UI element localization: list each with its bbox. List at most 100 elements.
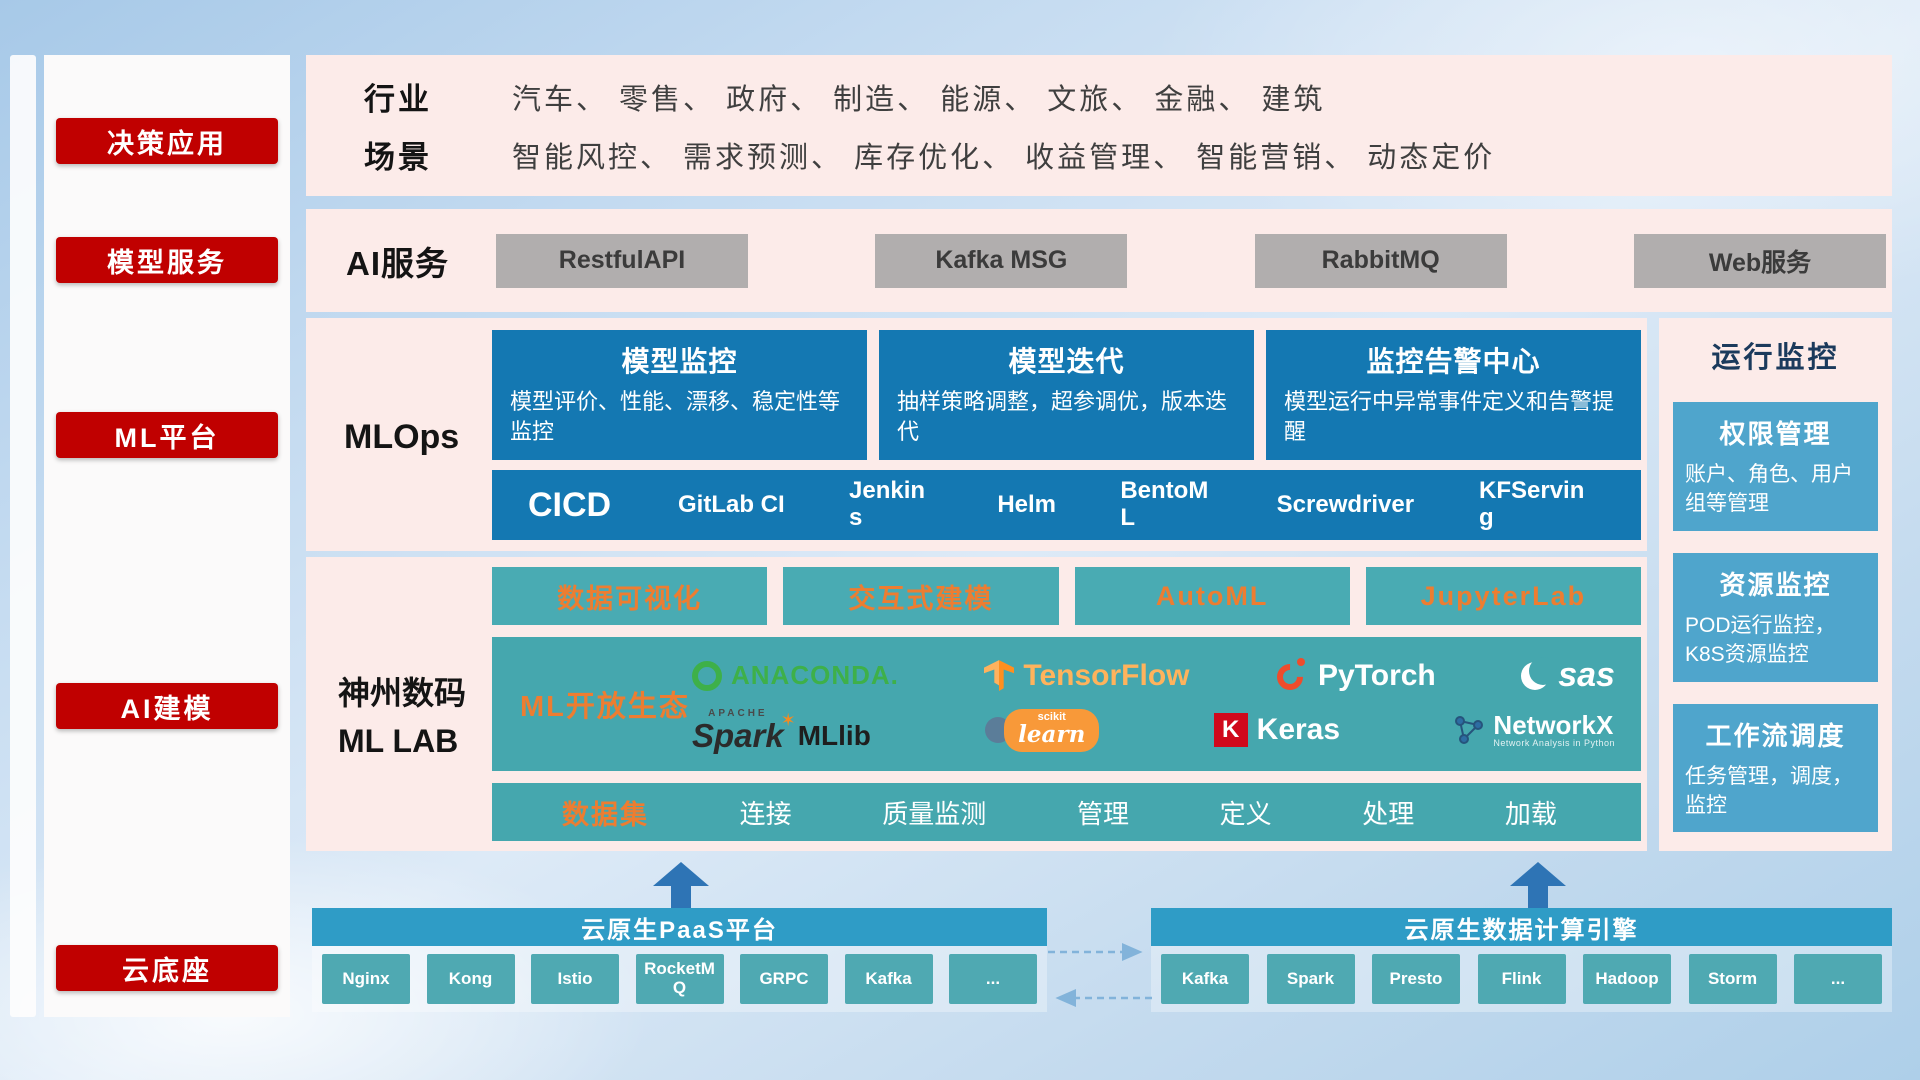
card-title: 模型监控 [621, 346, 738, 377]
mllab-panel: 神州数码 ML LAB 数据可视化 交互式建模 AutoML JupyterLa… [306, 557, 1647, 851]
dataset-bar: 数据集 连接 质量监测 管理 定义 处理 加载 [492, 783, 1641, 841]
card-desc: 抽样策略调整，超参调优，版本迭代 [897, 389, 1228, 444]
mlops-cards: 模型监控 模型评价、性能、漂移、稳定性等监控 模型迭代 抽样策略调整，超参调优，… [492, 330, 1641, 460]
sidebar-item-ml-platform: ML平台 [56, 412, 278, 458]
dataset-item-connect: 连接 [739, 798, 792, 829]
pytorch-logo: PyTorch [1271, 657, 1436, 696]
card-title: 监控告警中心 [1366, 346, 1541, 377]
mllib-text: MLlib [797, 719, 871, 751]
networkx-wordmark: NetworkX Network Analysis in Python [1493, 709, 1615, 749]
keras-logo: K Keras [1213, 713, 1340, 748]
cicd-item-screwdriver: Screwdriver [1276, 490, 1415, 518]
mllab-tools: 数据可视化 交互式建模 AutoML JupyterLab [492, 567, 1641, 625]
dashed-arrows [1048, 942, 1152, 1008]
spark-text: Spark [692, 716, 784, 754]
paas-body: Nginx Kong Istio RocketMQ GRPC Kafka ... [312, 946, 1047, 1012]
flink-button: Flink [1477, 954, 1566, 1004]
up-arrow-right [1510, 862, 1566, 908]
spark-button: Spark [1266, 954, 1355, 1004]
spark-logo: APACHE Spark ✶ [692, 707, 796, 754]
cicd-bar: CICD GitLab CI Jenkins Helm BentoML Scre… [492, 470, 1641, 540]
industry-scene-panel: 行业 汽车、 零售、 政府、 制造、 能源、 文旅、 金融、 建筑 场景 智能风… [306, 55, 1892, 196]
mllab-name-line1: 神州数码 [338, 675, 467, 711]
spark-apache-text: APACHE [708, 707, 768, 719]
keras-icon: K [1213, 713, 1248, 748]
restful-api-button: RestfulAPI [496, 233, 748, 288]
ecosystem-logos: ANACONDA. TensorFlow PyTorch sas [692, 637, 1641, 771]
mlops-label: MLOps [344, 418, 460, 456]
networkx-text: NetworkX [1493, 709, 1614, 740]
kafka-msg-button: Kafka MSG [875, 233, 1128, 288]
more-engine-button: ... [1794, 954, 1882, 1004]
card-title: 资源监控 [1719, 569, 1832, 600]
data-visualization-button: 数据可视化 [492, 567, 768, 625]
tensorflow-icon [984, 659, 1015, 691]
dataset-label: 数据集 [562, 799, 649, 830]
sidebar-item-cloud-base: 云底座 [56, 945, 278, 991]
left-edge-bar [10, 55, 36, 1017]
card-desc: 任务管理，调度，监控 [1685, 764, 1853, 817]
istio-button: Istio [531, 954, 619, 1004]
ai-service-panel: AI服务 RestfulAPI Kafka MSG RabbitMQ Web服务 [306, 209, 1892, 312]
run-monitoring-panel: 运行监控 权限管理 账户、角色、用户组等管理 资源监控 POD运行监控，K8S资… [1659, 318, 1892, 851]
model-iteration-card: 模型迭代 抽样策略调整，超参调优，版本迭代 [879, 330, 1254, 460]
anaconda-icon [692, 660, 722, 691]
logo-row-1: ANACONDA. TensorFlow PyTorch sas [692, 656, 1615, 696]
cicd-label: CICD [528, 485, 612, 524]
cicd-items: GitLab CI Jenkins Helm BentoML Screwdriv… [678, 477, 1597, 532]
card-desc: 模型运行中异常事件定义和告警提醒 [1284, 389, 1615, 444]
pytorch-icon [1271, 657, 1309, 696]
dataset-item-process: 处理 [1362, 798, 1415, 829]
mllab-label: 神州数码 ML LAB [338, 669, 466, 765]
grpc-button: GRPC [740, 954, 828, 1004]
automl-button: AutoML [1074, 567, 1350, 625]
rocketmq-button: RocketMQ [635, 954, 724, 1004]
cicd-item-gitlab: GitLab CI [678, 490, 785, 518]
paas-header: 云原生PaaS平台 [312, 908, 1047, 946]
dataset-item-quality: 质量监测 [882, 798, 987, 829]
anaconda-logo: ANACONDA. [692, 660, 899, 691]
sidebar-item-model-service: 模型服务 [56, 237, 278, 283]
workflow-scheduling-card: 工作流调度 任务管理，调度，监控 [1673, 703, 1878, 833]
scene-text: 智能风控、 需求预测、 库存优化、 收益管理、 智能营销、 动态定价 [512, 141, 1496, 174]
run-monitoring-title: 运行监控 [1711, 342, 1840, 374]
scikit-learn-logo: scikit learn [985, 708, 1100, 752]
networkx-subtitle: Network Analysis in Python [1493, 738, 1615, 749]
scikit-learn-badge: scikit learn [1004, 708, 1100, 752]
hadoop-button: Hadoop [1583, 954, 1671, 1004]
web-service-button: Web服务 [1633, 233, 1886, 288]
logo-row-2: APACHE Spark ✶ MLlib scikit learn K Kera… [692, 707, 1615, 754]
cicd-item-helm: Helm [997, 490, 1057, 518]
learn-text: learn [1018, 720, 1086, 748]
spark-mllib-logo: APACHE Spark ✶ MLlib [692, 707, 871, 754]
more-button: ... [949, 954, 1037, 1004]
rabbitmq-button: RabbitMQ [1254, 233, 1507, 288]
nginx-button: Nginx [322, 954, 410, 1004]
ai-service-label: AI服务 [346, 244, 449, 282]
card-desc: 账户、角色、用户组等管理 [1685, 463, 1853, 516]
pytorch-text: PyTorch [1317, 658, 1436, 692]
ml-ecosystem-label: ML开放生态 [520, 691, 690, 723]
dataset-item-define: 定义 [1219, 798, 1272, 829]
dataset-item-manage: 管理 [1076, 798, 1129, 829]
mllab-name-line2: ML LAB [338, 723, 459, 759]
card-title: 权限管理 [1719, 419, 1832, 449]
jupyterlab-button: JupyterLab [1365, 567, 1641, 625]
sidebar-item-decision-app: 决策应用 [56, 118, 278, 164]
sidebar: 决策应用 模型服务 ML平台 AI建模 云底座 [44, 55, 290, 1017]
ai-service-buttons: RestfulAPI Kafka MSG RabbitMQ Web服务 [496, 233, 1886, 288]
scikit-text: scikit [1037, 710, 1066, 723]
industry-row: 行业 汽车、 零售、 政府、 制造、 能源、 文旅、 金融、 建筑 [364, 74, 1892, 119]
kong-button: Kong [426, 954, 515, 1004]
tensorflow-text: TensorFlow [1023, 658, 1190, 692]
kafka-engine-button: Kafka [1161, 954, 1249, 1004]
card-desc: POD运行监控，K8S资源监控 [1685, 613, 1836, 667]
sas-logo: sas [1521, 656, 1615, 695]
sas-text: sas [1558, 656, 1615, 695]
networkx-logo: NetworkX Network Analysis in Python [1454, 709, 1615, 749]
interactive-modeling-button: 交互式建模 [783, 567, 1059, 625]
card-title: 工作流调度 [1705, 720, 1846, 751]
cicd-item-kfserving: KFServing [1479, 477, 1585, 531]
cicd-item-bentoml: BentoML [1120, 477, 1209, 531]
presto-button: Presto [1372, 954, 1460, 1004]
